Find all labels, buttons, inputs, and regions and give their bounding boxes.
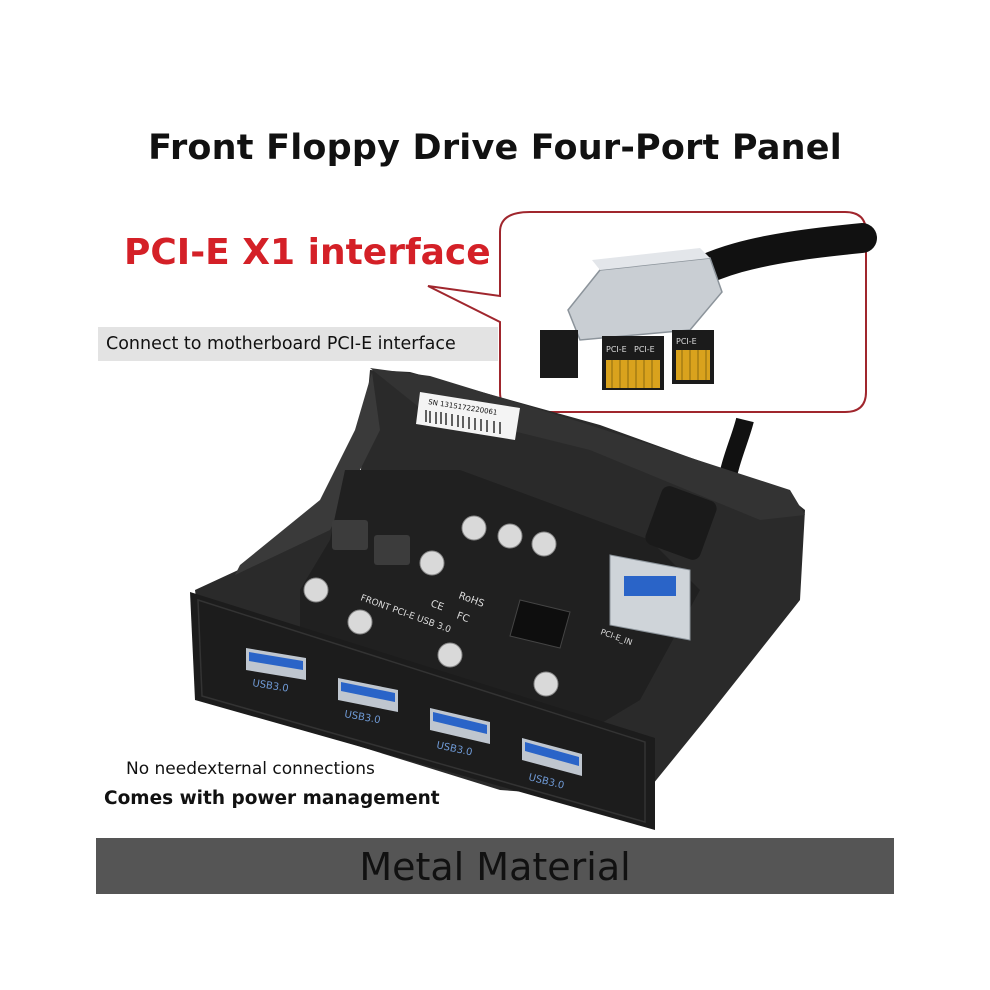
pcie-card-small (540, 330, 578, 378)
svg-text:CE: CE (429, 598, 445, 613)
svg-text:PCI-E: PCI-E (634, 345, 655, 354)
internal-usb-connector (609, 554, 691, 641)
svg-text:PCI-E: PCI-E (606, 345, 627, 354)
controller-chip (509, 599, 571, 649)
page-title: Front Floppy Drive Four-Port Panel (148, 128, 842, 168)
power-management-note: Comes with power management (104, 788, 440, 809)
inductor-2 (374, 535, 410, 565)
no-external-connections-note: No needexternal connections (126, 759, 375, 779)
svg-text:PCI-E: PCI-E (676, 337, 697, 346)
connect-label: Connect to motherboard PCI-E interface (98, 327, 498, 361)
metal-material-banner: Metal Material (96, 838, 894, 894)
pcie-interface-label: PCI-E X1 interface (124, 232, 491, 273)
svg-text:FC: FC (455, 610, 471, 625)
metal-material-text: Metal Material (359, 845, 631, 889)
capacitors (303, 515, 559, 697)
inductor-1 (332, 520, 368, 550)
front-panel (190, 592, 655, 830)
